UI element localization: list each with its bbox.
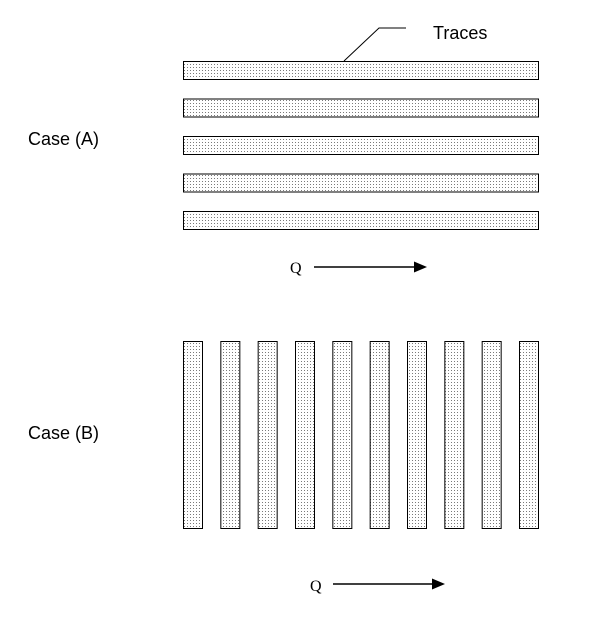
case-b-trace — [257, 341, 278, 529]
case-a-trace — [183, 173, 539, 193]
case-a-group: Case (A) Traces Q — [28, 23, 539, 277]
case-b-trace — [220, 341, 241, 529]
case-a-trace — [183, 211, 539, 230]
case-b-traces — [183, 341, 539, 529]
case-b-trace — [332, 341, 353, 529]
case-a-label: Case (A) — [28, 129, 99, 149]
case-b-trace — [183, 341, 203, 529]
case-b-trace — [295, 341, 315, 529]
case-b-trace — [444, 341, 465, 529]
case-a-flow-arrow — [314, 261, 427, 273]
case-b-group: Case (B) Q — [28, 341, 539, 595]
case-b-trace — [407, 341, 427, 529]
case-b-label: Case (B) — [28, 423, 99, 443]
case-b-trace — [519, 341, 539, 529]
case-a-traces — [183, 61, 539, 230]
case-b-trace — [481, 341, 502, 529]
case-b-flow-arrow — [333, 578, 445, 590]
case-a-trace — [183, 136, 539, 155]
traces-callout-leader — [343, 27, 406, 62]
case-a-trace — [183, 61, 539, 80]
case-b-trace — [369, 341, 390, 529]
case-a-flow-label: Q — [290, 260, 302, 277]
case-a-trace — [183, 98, 539, 118]
traces-callout-label: Traces — [433, 23, 487, 43]
case-b-flow-label: Q — [310, 578, 322, 595]
